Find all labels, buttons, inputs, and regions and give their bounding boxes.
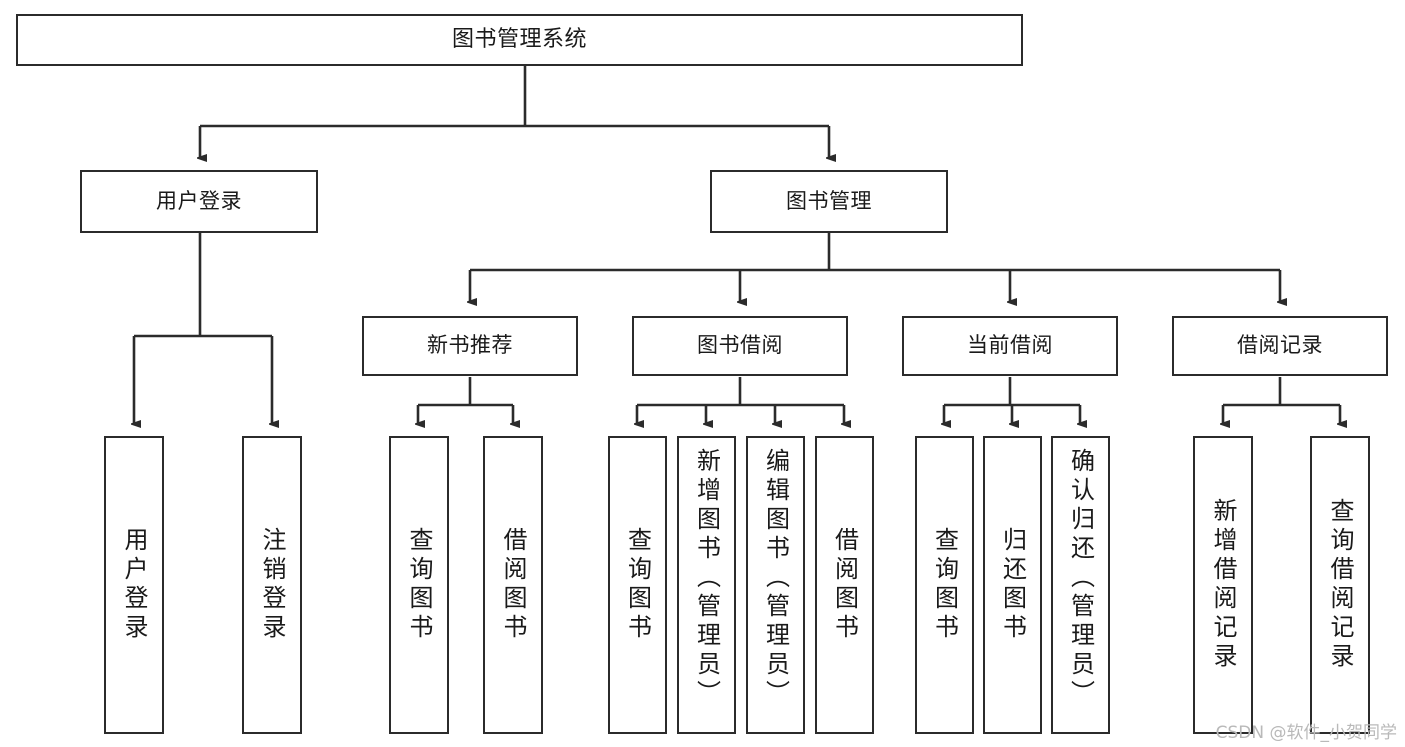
node-book-manage[interactable]: 图书管理: [710, 170, 948, 233]
node-label: 查询图书: [405, 527, 433, 643]
node-label: 图书管理系统: [451, 26, 587, 52]
node-borrow-record[interactable]: 借阅记录: [1172, 316, 1388, 376]
node-label: 归还图书: [998, 527, 1027, 643]
node-label: 新书推荐: [427, 333, 513, 358]
leaf-query-book-recommend[interactable]: 查询图书: [389, 436, 449, 734]
node-current-borrow[interactable]: 当前借阅: [902, 316, 1118, 376]
node-label: 当前借阅: [967, 333, 1053, 358]
csdn-watermark: CSDN @软件_小贺同学: [1215, 723, 1397, 743]
leaf-logout-login[interactable]: 注销登录: [242, 436, 302, 734]
leaf-query-book-borrow[interactable]: 查询图书: [608, 436, 667, 734]
node-label: 图书借阅: [697, 333, 783, 358]
leaf-user-login[interactable]: 用户登录: [104, 436, 164, 734]
node-label: 编辑图书（管理员）: [761, 448, 790, 709]
node-label: 查询借阅记录: [1326, 498, 1354, 672]
node-label: 新增图书（管理员）: [692, 448, 721, 709]
node-label: 图书管理: [786, 188, 872, 213]
node-root-system[interactable]: 图书管理系统: [16, 14, 1023, 66]
node-user-login[interactable]: 用户登录: [80, 170, 318, 233]
node-label: 借阅图书: [499, 527, 527, 643]
node-new-book-recommend[interactable]: 新书推荐: [362, 316, 578, 376]
node-label: 借阅记录: [1237, 333, 1323, 358]
node-label: 用户登录: [120, 527, 148, 643]
leaf-borrow-book-recommend[interactable]: 借阅图书: [483, 436, 543, 734]
node-label: 用户登录: [156, 188, 242, 213]
node-label: 查询图书: [623, 527, 652, 643]
leaf-query-borrow-record[interactable]: 查询借阅记录: [1310, 436, 1370, 734]
node-label: 借阅图书: [830, 527, 859, 643]
leaf-add-book[interactable]: 新增图书（管理员）: [677, 436, 736, 734]
leaf-add-borrow-record[interactable]: 新增借阅记录: [1193, 436, 1253, 734]
leaf-return-book[interactable]: 归还图书: [983, 436, 1042, 734]
leaf-edit-book[interactable]: 编辑图书（管理员）: [746, 436, 805, 734]
leaf-confirm-return[interactable]: 确认归还（管理员）: [1051, 436, 1110, 734]
node-label: 查询图书: [930, 527, 959, 643]
node-label: 新增借阅记录: [1209, 498, 1237, 672]
node-book-borrow[interactable]: 图书借阅: [632, 316, 848, 376]
node-label: 确认归还（管理员）: [1066, 448, 1095, 709]
leaf-query-book-current[interactable]: 查询图书: [915, 436, 974, 734]
leaf-borrow-book[interactable]: 借阅图书: [815, 436, 874, 734]
node-label: 注销登录: [258, 527, 286, 643]
